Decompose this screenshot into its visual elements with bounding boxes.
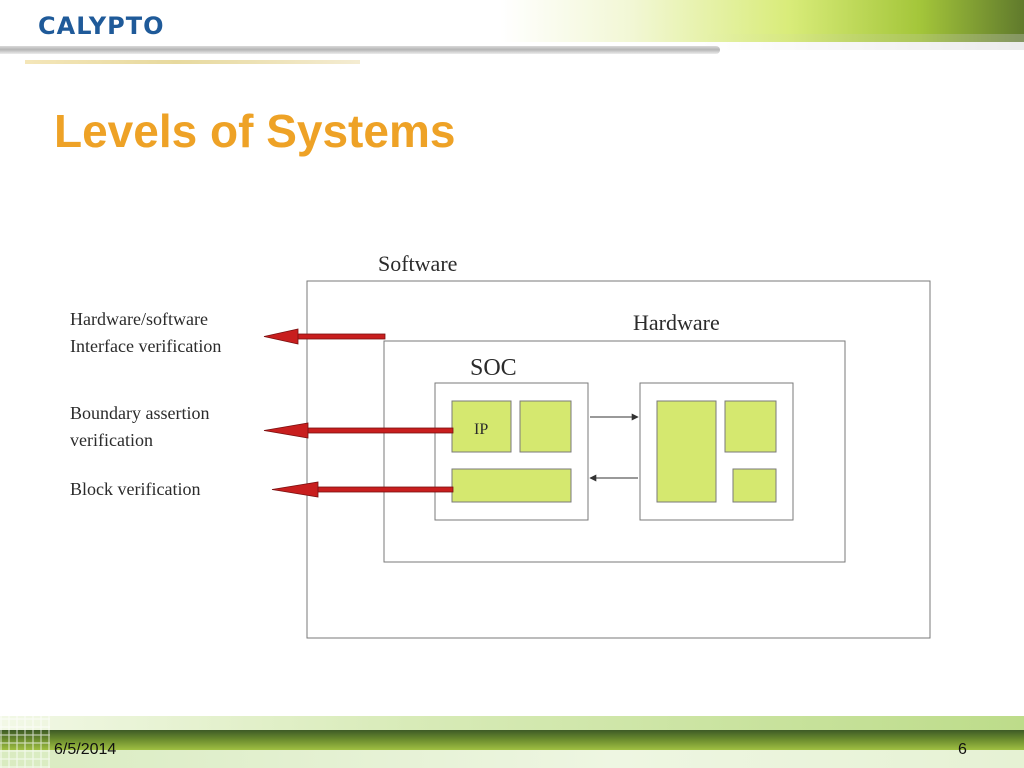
ip-label: IP xyxy=(474,421,488,438)
header-shadow-right xyxy=(700,34,1024,50)
footer-date: 6/5/2014 xyxy=(54,741,117,758)
boundary-assertion-arrow xyxy=(263,422,454,439)
footer-grid-pattern xyxy=(0,716,50,768)
interface-verification-label-line-2: Interface verification xyxy=(70,336,221,356)
page-number: 6 xyxy=(958,741,967,758)
interface-verification-label-line-1: Hardware/software xyxy=(70,309,208,329)
hardware-label: Hardware xyxy=(633,310,720,335)
interface-verification-arrow xyxy=(263,328,386,345)
header-shadow xyxy=(0,46,720,54)
slide-title: Levels of Systems xyxy=(54,105,456,157)
soc-left-block-wide xyxy=(451,468,572,503)
soc-label: SOC xyxy=(470,355,517,381)
footer-bottom-band xyxy=(0,750,1024,768)
calypto-logo: CALYPTO xyxy=(38,12,165,40)
footer: 6/5/2014 6 xyxy=(0,716,1024,768)
soc-right-block-2 xyxy=(724,400,777,453)
block-verification-arrow xyxy=(271,481,454,498)
header-gradient-band xyxy=(500,0,1024,42)
block-verification-label: Block verification xyxy=(70,479,200,499)
software-label: Software xyxy=(378,251,457,276)
soc-right-block-small xyxy=(732,468,777,503)
header-underline xyxy=(25,60,360,64)
soc-right-block-tall xyxy=(656,400,717,503)
boundary-assertion-label-line-2: verification xyxy=(70,430,153,450)
boundary-assertion-label-line-1: Boundary assertion xyxy=(70,403,209,423)
ip-block xyxy=(451,400,512,453)
soc-left-block-2 xyxy=(519,400,572,453)
footer-top-band xyxy=(0,716,1024,732)
